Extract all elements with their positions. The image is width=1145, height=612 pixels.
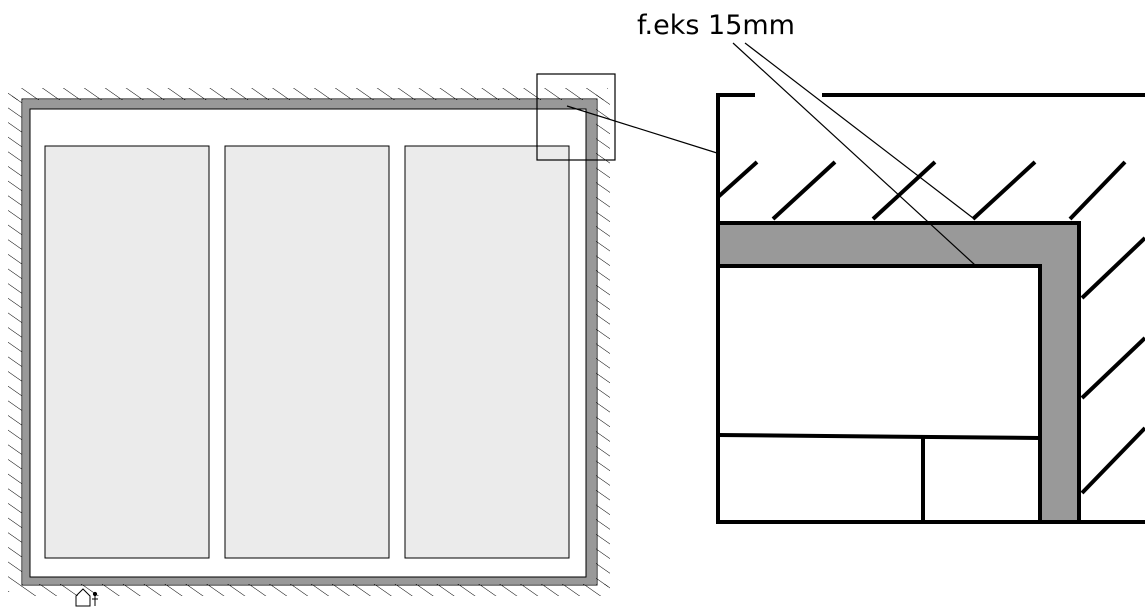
wall-hatch-right: [596, 92, 610, 592]
wall-hatch-top: [12, 88, 608, 100]
panel-1: [44, 145, 210, 559]
detail-outline: [716, 93, 1145, 524]
wall-line: [21, 98, 598, 586]
annotation-leaders: [732, 42, 976, 266]
dimension-label: f.eks 15mm: [637, 10, 795, 41]
detail-components: [717, 433, 1041, 522]
overview-plan: [8, 88, 610, 607]
detail-insulation: [716, 221, 1081, 524]
zoom-highlight-box: [536, 73, 616, 161]
wall-hatch-bottom: [22, 584, 608, 596]
detail-view: [716, 93, 1145, 524]
wall-hatch-left: [8, 92, 22, 592]
house-person-icon: [75, 588, 98, 607]
zoom-leader-line: [566, 105, 718, 154]
panel-2: [224, 145, 390, 559]
panel-3: [404, 145, 570, 559]
detail-wall-hatch: [718, 160, 1145, 495]
